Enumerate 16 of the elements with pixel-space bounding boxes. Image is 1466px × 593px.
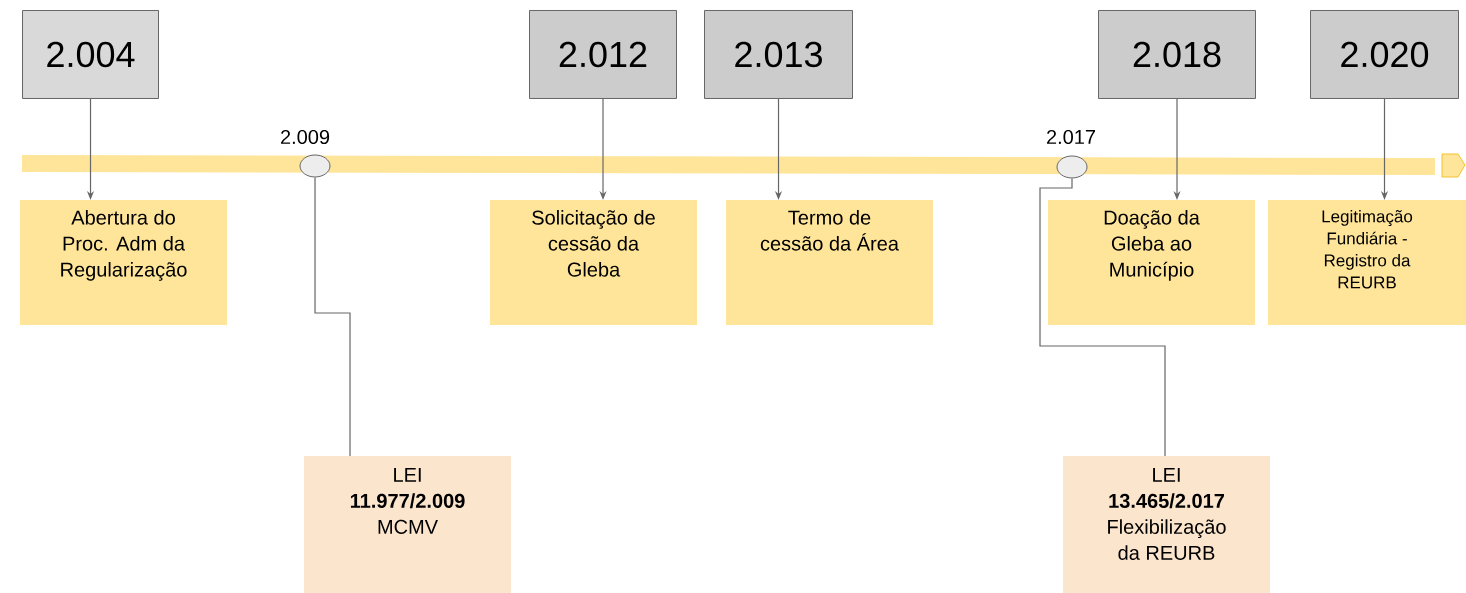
event-box: Doação da Gleba ao Município	[1048, 200, 1255, 325]
year-label: 2.009	[281, 129, 330, 145]
law-box: LEI 13.465/2.017 Flexibilização da REURB	[1063, 456, 1270, 593]
year-box: 2.004	[22, 10, 159, 99]
law-box: LEI 11.977/2.009 MCMV	[304, 456, 511, 593]
year-box: 2.020	[1310, 10, 1459, 99]
timeline-marker	[1056, 155, 1088, 179]
event-box: Termo de cessão da Área	[726, 200, 933, 325]
event-box: Legitimação Fundiária - Registro da REURB	[1268, 200, 1466, 325]
timeline-marker	[299, 154, 331, 178]
year-box: 2.013	[704, 10, 853, 99]
event-box: Abertura do Proc. Adm da Regularização	[20, 200, 227, 325]
year-box: 2.018	[1098, 10, 1256, 99]
event-box: Solicitação de cessão da Gleba	[490, 200, 697, 325]
year-box: 2.012	[529, 10, 677, 99]
year-label: 2.017	[1047, 129, 1095, 145]
